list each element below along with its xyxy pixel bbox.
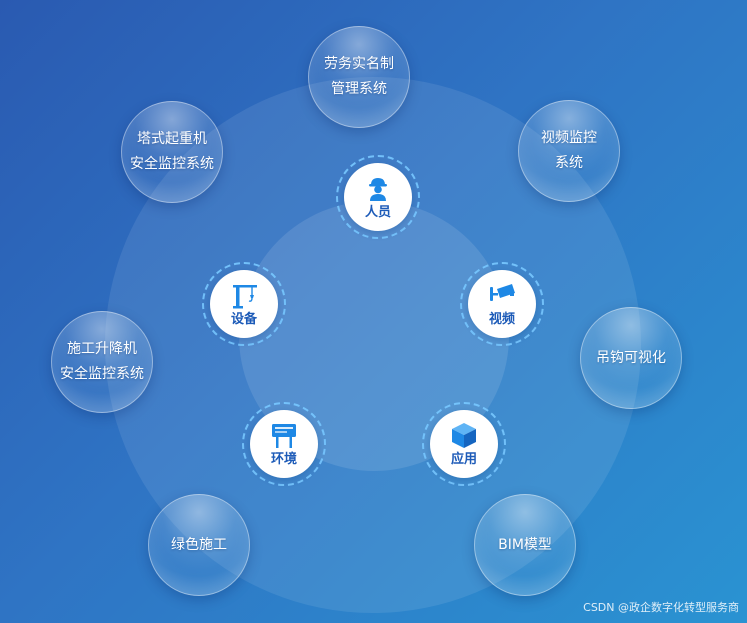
node-core: 设备	[210, 270, 278, 338]
node-core: 人员	[344, 163, 412, 231]
video-node: 视频	[460, 262, 544, 346]
bubble-line: 安全监控系统	[130, 156, 214, 172]
pm-sign-icon	[272, 424, 296, 448]
bubble-line: 视频监控	[541, 130, 597, 146]
bubble-line: BIM模型	[498, 536, 552, 553]
node-label: 视频	[488, 312, 515, 327]
worker-icon	[369, 178, 387, 201]
bubble-line: 安全监控系统	[60, 366, 144, 382]
node-label: 应用	[450, 452, 477, 467]
elevator-safety-system-bubble: 施工升降机 安全监控系统	[51, 311, 153, 413]
equipment-node: 设备	[202, 262, 286, 346]
bubble-line: 管理系统	[331, 81, 387, 97]
crane-icon	[233, 285, 257, 309]
environment-node: 环境	[242, 402, 326, 486]
bubble-line: 吊钩可视化	[596, 349, 666, 366]
node-label: 设备	[230, 312, 257, 327]
bubble-line: 施工升降机	[67, 341, 137, 357]
bubble-line: 绿色施工	[171, 536, 227, 553]
watermark: CSDN @政企数字化转型服务商	[583, 601, 739, 614]
bubble-line: 劳务实名制	[324, 56, 394, 72]
cube-icon	[452, 423, 476, 448]
hoist-visualization-bubble: 吊钩可视化	[580, 307, 682, 409]
green-construction-bubble: 绿色施工	[148, 494, 250, 596]
node-core: 环境	[250, 410, 318, 478]
video-monitor-system-bubble: 视频监控 系统	[518, 100, 620, 202]
tower-crane-safety-system-bubble: 塔式起重机 安全监控系统	[121, 101, 223, 203]
labor-system-bubble: 劳务实名制 管理系统	[308, 26, 410, 128]
bim-model-bubble: BIM模型	[474, 494, 576, 596]
bubble-line: 系统	[555, 155, 583, 171]
node-label: 人员	[364, 205, 391, 220]
node-core: 应用	[430, 410, 498, 478]
personnel-node: 人员	[336, 155, 420, 239]
node-label: 环境	[270, 452, 297, 467]
node-core: 视频	[468, 270, 536, 338]
camera-icon	[490, 284, 515, 301]
application-node: 应用	[422, 402, 506, 486]
bubble-line: 塔式起重机	[137, 131, 207, 147]
